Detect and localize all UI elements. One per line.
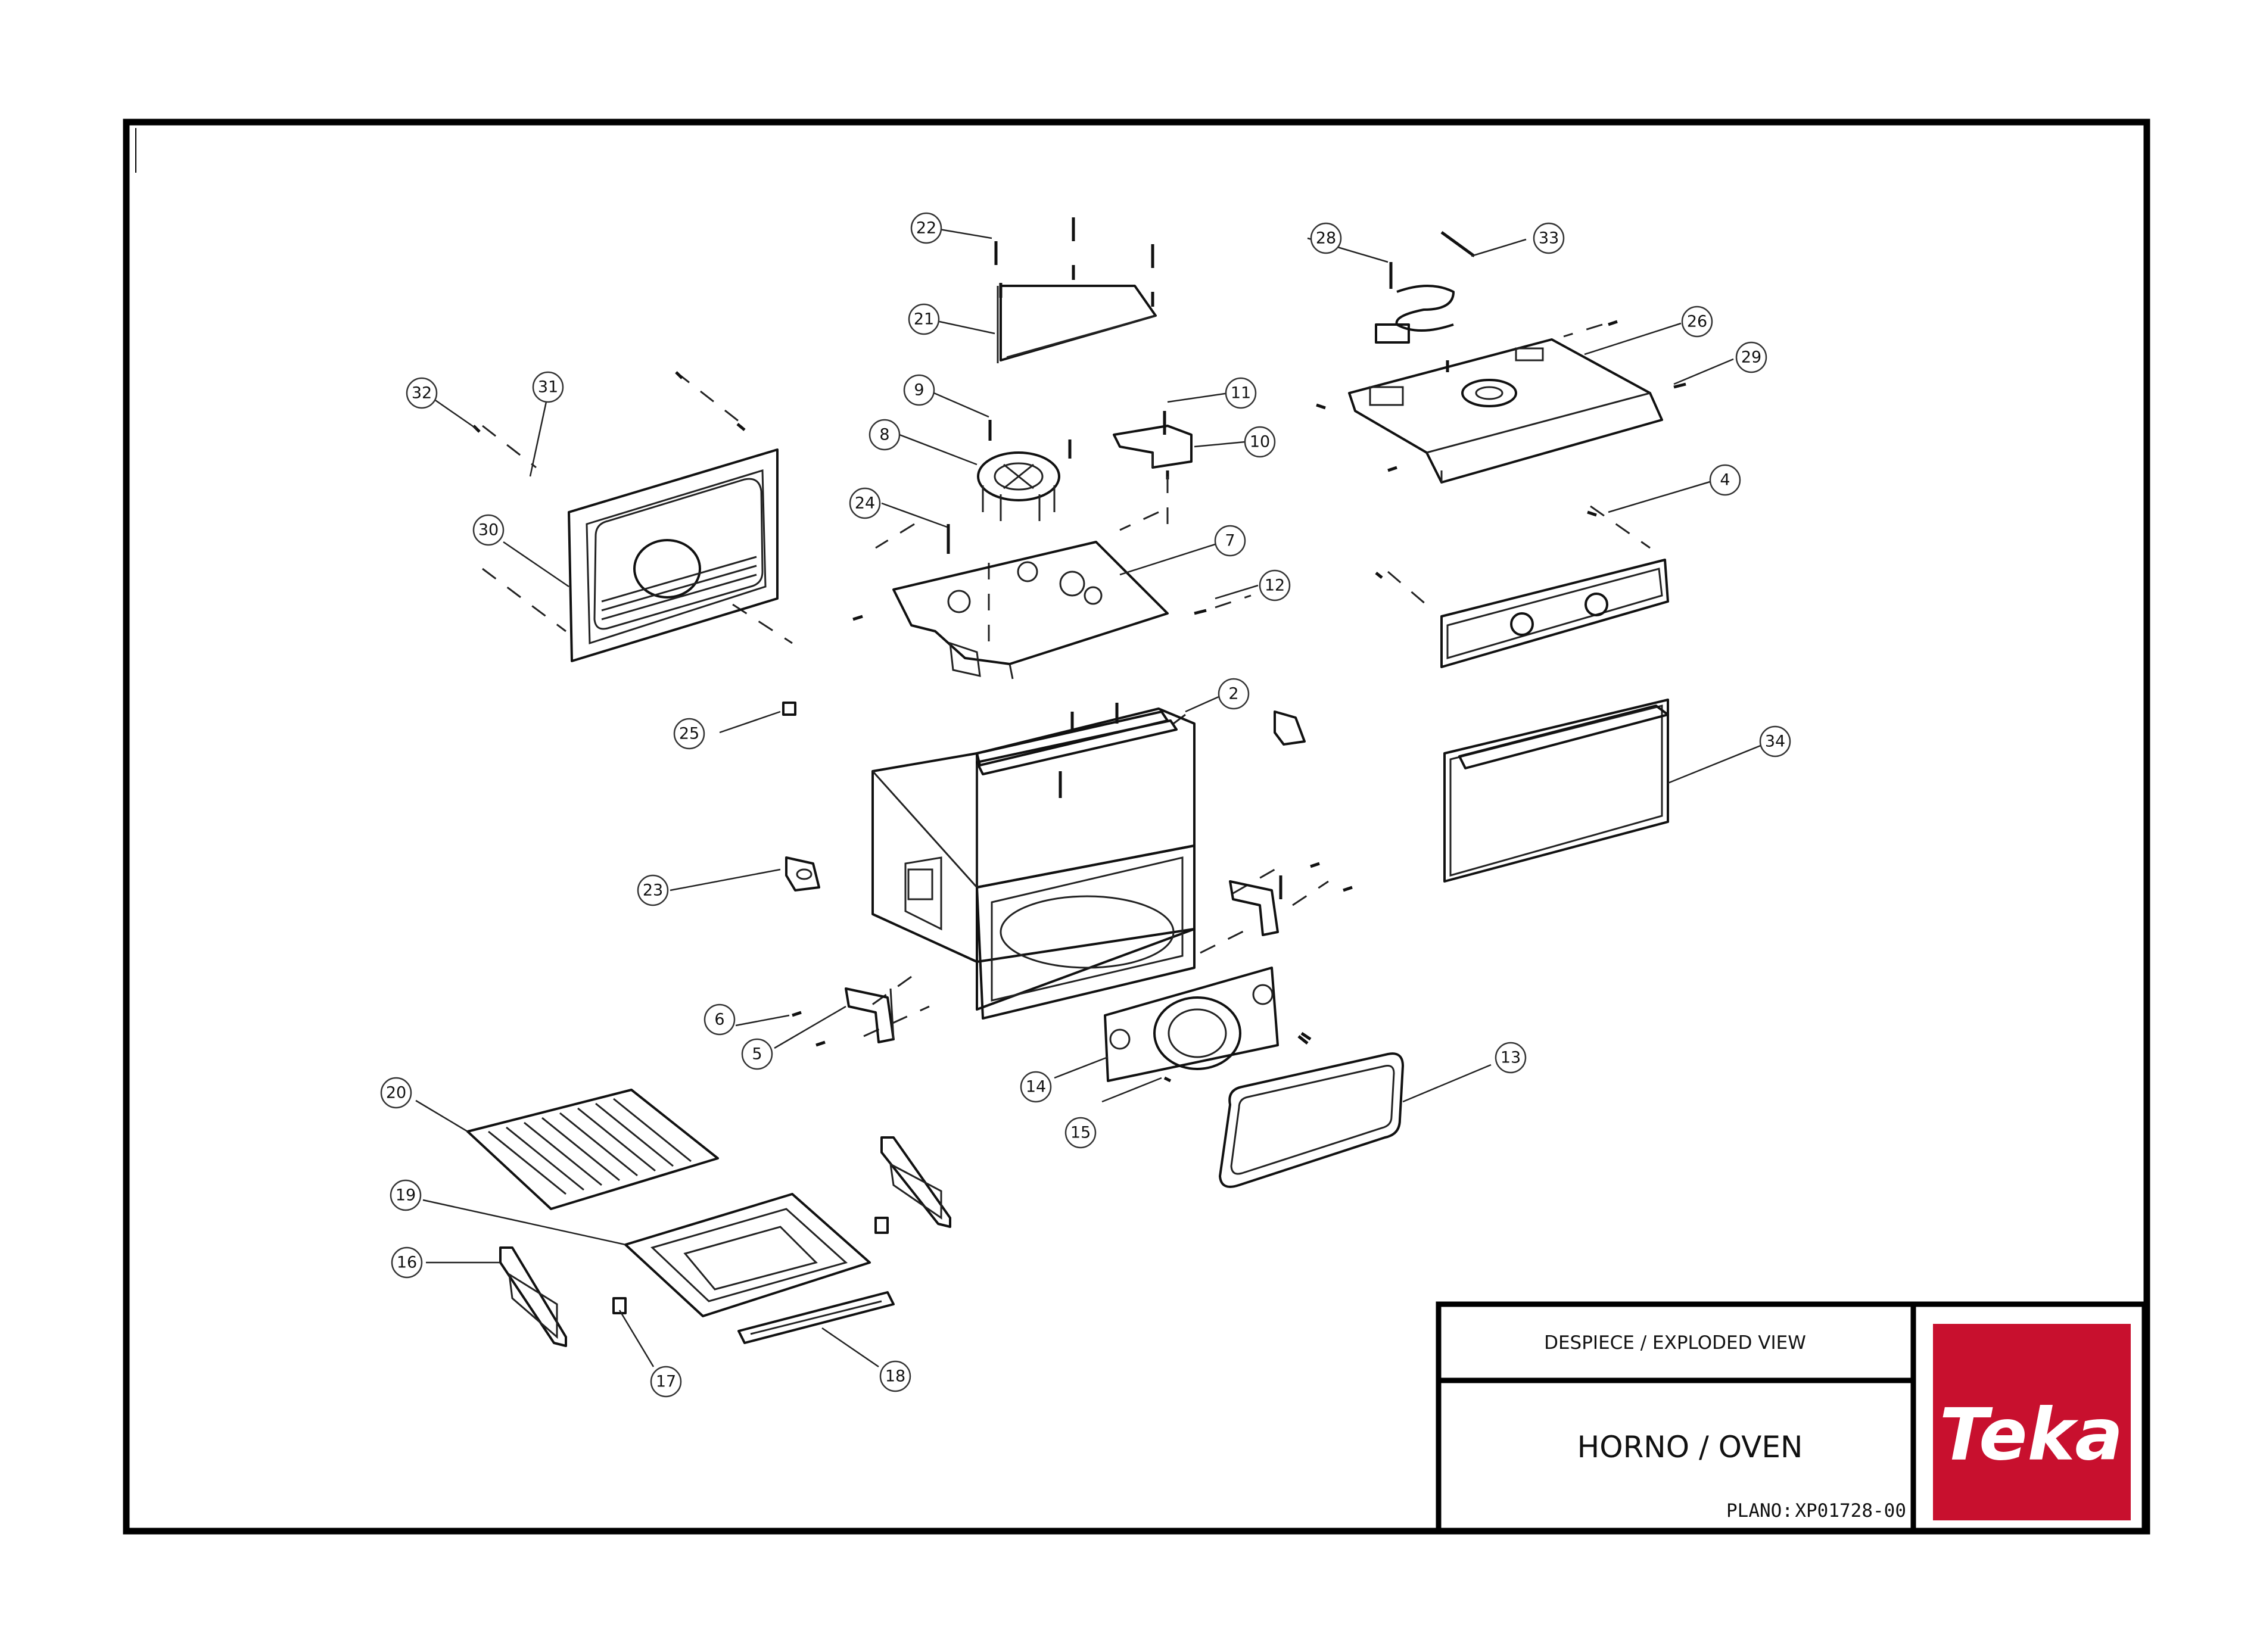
callout-20: 20: [380, 1077, 412, 1109]
callout-29: 29: [1735, 341, 1767, 373]
title-block-header: DESPIECE / EXPLODED VIEW: [1544, 1332, 1806, 1354]
part-5-side-support: [845, 987, 895, 1043]
svg-text:11: 11: [1231, 384, 1251, 403]
callout-19: 19: [390, 1179, 422, 1211]
svg-text:26: 26: [1687, 313, 1707, 331]
svg-text:20: 20: [386, 1084, 406, 1102]
svg-text:34: 34: [1765, 733, 1785, 751]
drawing-frame: [123, 119, 2150, 1535]
leader-lines: [415, 228, 1769, 1368]
part-7-mounting-plate: [892, 541, 1169, 679]
callout-26: 26: [1681, 306, 1713, 338]
svg-text:29: 29: [1741, 348, 1761, 367]
part-13-door-gasket: [1219, 1052, 1404, 1188]
part-8-fan-motor: [977, 451, 1060, 521]
svg-text:23: 23: [643, 881, 663, 900]
callout-11: 11: [1225, 377, 1257, 409]
callout-5: 5: [741, 1038, 773, 1070]
callout-30: 30: [472, 514, 505, 546]
svg-text:13: 13: [1501, 1049, 1521, 1067]
part-21-top-shelf: [997, 285, 1157, 363]
callout-16: 16: [391, 1246, 423, 1279]
svg-text:24: 24: [855, 494, 875, 513]
callout-2: 2: [1218, 678, 1250, 710]
svg-text:22: 22: [916, 219, 936, 238]
callout-7: 7: [1214, 525, 1246, 557]
callout-23: 23: [637, 874, 669, 906]
callout-4: 4: [1709, 464, 1741, 496]
part-14-rear-fan-cover: [1104, 967, 1279, 1082]
svg-text:30: 30: [478, 521, 499, 540]
callout-9: 9: [903, 374, 935, 406]
svg-text:17: 17: [656, 1373, 676, 1391]
callout-21: 21: [908, 303, 940, 335]
callout-17: 17: [650, 1366, 682, 1398]
svg-text:12: 12: [1265, 576, 1285, 595]
callout-28: 28: [1310, 222, 1342, 254]
callout-8: 8: [868, 419, 901, 451]
part-19-baking-tray: [624, 1193, 871, 1317]
svg-text:7: 7: [1225, 532, 1235, 550]
part-18-front-rail: [737, 1291, 895, 1344]
part-2-top-rail: [976, 703, 1178, 775]
title-block-title: HORNO / OVEN: [1577, 1430, 1803, 1464]
parts-layer: [466, 217, 1686, 1347]
callout-13: 13: [1495, 1042, 1527, 1074]
callout-10: 10: [1244, 426, 1276, 458]
part-10-bracket: [1113, 411, 1193, 479]
callout-15: 15: [1064, 1117, 1097, 1149]
svg-text:5: 5: [752, 1045, 762, 1064]
part-26-cover-plate: [1348, 338, 1663, 484]
svg-text:32: 32: [412, 384, 432, 403]
svg-text:14: 14: [1026, 1078, 1046, 1096]
svg-text:6: 6: [714, 1011, 724, 1029]
svg-text:2: 2: [1228, 685, 1238, 703]
callout-31: 31: [532, 371, 564, 403]
part-30-rear-panel: [568, 448, 779, 662]
part-side-rail-right: [880, 1136, 951, 1228]
callout-32: 32: [406, 377, 438, 409]
svg-text:10: 10: [1250, 433, 1270, 451]
plan-number: XP01728-00: [1795, 1500, 1906, 1522]
callout-22: 22: [910, 212, 942, 244]
svg-text:28: 28: [1316, 229, 1336, 248]
callout-33: 33: [1533, 222, 1565, 254]
svg-text:25: 25: [679, 725, 699, 743]
callout-34: 34: [1759, 725, 1791, 758]
callout-14: 14: [1020, 1071, 1052, 1103]
svg-text:Teka: Teka: [1940, 1394, 2124, 1477]
svg-text:31: 31: [538, 378, 558, 397]
title-block: DESPIECE / EXPLODED VIEW HORNO / OVEN PL…: [1436, 1301, 2147, 1533]
svg-text:16: 16: [397, 1254, 417, 1272]
plan-label: PLANO:: [1726, 1500, 1793, 1522]
callout-25: 25: [673, 718, 705, 750]
part-16-side-rail: [499, 1246, 567, 1347]
svg-text:21: 21: [914, 310, 934, 329]
svg-text:33: 33: [1539, 229, 1559, 248]
part-23-bracket: [785, 856, 820, 892]
svg-text:9: 9: [914, 381, 924, 400]
callout-6: 6: [703, 1003, 736, 1036]
svg-text:15: 15: [1070, 1124, 1091, 1142]
part-20-wire-rack: [466, 1089, 719, 1210]
part-34-door: [1443, 699, 1669, 883]
svg-text:4: 4: [1720, 471, 1730, 490]
callout-18: 18: [879, 1360, 911, 1392]
part-33-heating-element: [1375, 230, 1475, 344]
svg-text:18: 18: [885, 1367, 905, 1386]
part-right-side-support: [1229, 875, 1282, 936]
teka-logo: Teka: [1933, 1324, 2131, 1520]
callout-balloons: 2 4 5 6 7 8 9 10 11 12 13 14 15 16 17 18…: [380, 212, 1791, 1398]
svg-text:19: 19: [396, 1186, 416, 1205]
oven-cavity: [871, 707, 1196, 1020]
part-4-control-panel: [1440, 559, 1669, 668]
svg-text:8: 8: [879, 426, 889, 444]
callout-24: 24: [849, 487, 881, 519]
callout-12: 12: [1259, 569, 1291, 601]
